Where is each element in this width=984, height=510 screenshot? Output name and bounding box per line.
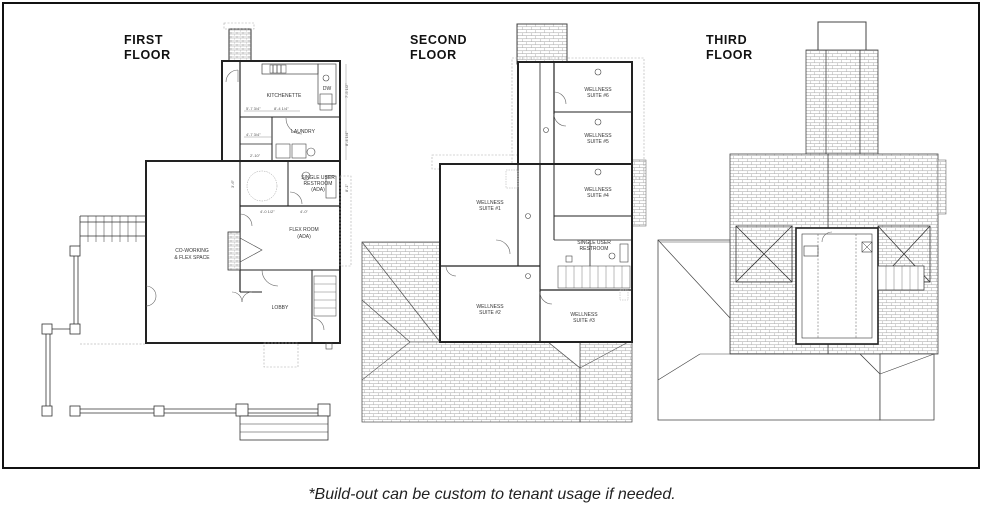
first-floor-title: FIRST FLOOR [124,33,171,62]
room-label-lobby: LOBBY [272,305,289,311]
second-floor-title: SECOND FLOOR [410,33,468,62]
room-label-suite-2-line2: SUITE #2 [479,310,501,316]
first-floor-plan: KITCHENETTE DW LAUNDRY SINGLE USER RESTR… [41,22,352,441]
dimension-label: 4'-0" [300,209,309,214]
room-label-coworking-line2: & FLEX SPACE [174,255,210,261]
room-label-restroom-line3: (ADA) [311,187,325,193]
third-floor-plan [657,21,947,421]
room-label-suite-6-line2: SUITE #6 [587,93,609,99]
room-label-coworking-line1: CO-WORKING [175,248,209,254]
room-label-suite-6-line1: WELLNESS [584,87,612,93]
room-label-flex-room-line2: (ADA) [297,234,311,240]
dimension-label: 4'-0 1/2" [260,209,275,214]
room-label-suite-1-line2: SUITE #1 [479,206,501,212]
dimension-label: 8'-1" [344,183,349,192]
dimension-label: 3'-6" [230,179,235,188]
dimension-label: 5'-7 3/4" [246,106,261,111]
room-label-suite-4-line1: WELLNESS [584,187,612,193]
third-floor-title: THIRD FLOOR [706,33,753,62]
floor-plans: KITCHENETTE DW LAUNDRY SINGLE USER RESTR… [41,21,947,441]
footnote: *Build-out can be custom to tenant usage… [308,486,676,503]
second-floor-plan: WELLNESS SUITE #6 WELLNESS SUITE #5 WELL… [361,23,647,423]
dimension-label: 8'-4 1/4" [344,131,349,146]
room-label-suite-2-line1: WELLNESS [476,304,504,310]
room-label-restroom-line1: SINGLE USER [301,175,335,181]
room-label-flex-room-line1: FLEX ROOM [289,227,318,233]
room-label-laundry: LAUNDRY [291,129,315,135]
room-label-suite-4-line2: SUITE #4 [587,193,609,199]
room-label-suite-5-line1: WELLNESS [584,133,612,139]
room-label-kitchenette: KITCHENETTE [267,93,302,99]
room-label-restroom-line2: RESTROOM [304,181,333,187]
dimension-label: 8'-4 1/4" [274,106,289,111]
room-label-suite-3-line2: SUITE #3 [573,318,595,324]
dimension-label: 7'-5 1/2" [344,83,349,98]
dimension-label: 2'-10" [250,153,261,158]
room-label-restroom-line1: SINGLE USER [577,240,611,246]
dimension-label: 4'-7 3/4" [246,132,261,137]
room-label-dw: DW [323,86,332,92]
room-label-suite-1-line1: WELLNESS [476,200,504,206]
room-label-suite-3-line1: WELLNESS [570,312,598,318]
room-label-restroom-line2: RESTROOM [580,246,609,252]
room-label-suite-5-line2: SUITE #5 [587,139,609,145]
